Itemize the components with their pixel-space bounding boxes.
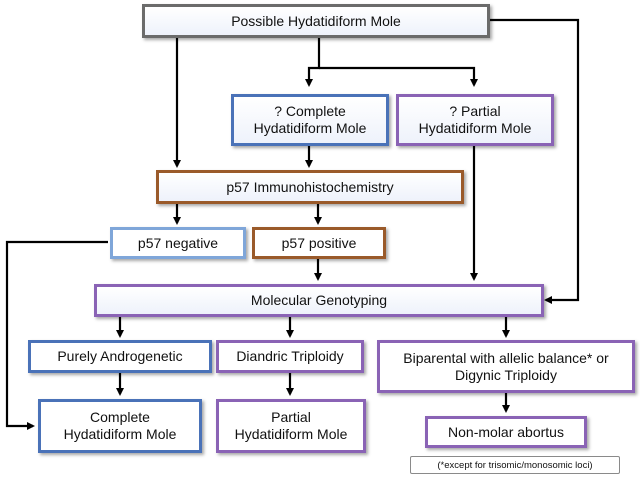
node-diandric-triploidy: Diandric Triploidy — [216, 340, 364, 373]
arrow-negative-to-complete — [5, 240, 108, 430]
node-non-molar-abortus: Non-molar abortus — [425, 416, 587, 448]
node-p57-positive: p57 positive — [252, 227, 386, 259]
arrow-possible-to-questions — [305, 38, 321, 87]
arrow-possible-to-genotyping — [490, 18, 580, 304]
node-question-partial-mole: ? Partial Hydatidiform Mole — [396, 94, 554, 146]
node-p57-immunohistochemistry: p57 Immunohistochemistry — [156, 170, 464, 204]
node-biparental-digynic: Biparental with allelic balance* or Digy… — [377, 340, 635, 393]
node-molecular-genotyping: Molecular Genotyping — [94, 284, 544, 317]
node-partial-hydatidiform-mole: Partial Hydatidiform Mole — [216, 399, 366, 453]
arrow-possible-to-partial — [319, 66, 478, 87]
node-possible-hydatidiform-mole: Possible Hydatidiform Mole — [142, 4, 490, 38]
node-question-complete-mole: ? Complete Hydatidiform Mole — [231, 94, 389, 146]
node-complete-hydatidiform-mole: Complete Hydatidiform Mole — [38, 399, 202, 453]
node-p57-negative: p57 negative — [110, 227, 246, 259]
footnote: (*except for trisomic/monosomic loci) — [410, 456, 620, 474]
node-purely-androgenetic: Purely Androgenetic — [28, 340, 212, 373]
